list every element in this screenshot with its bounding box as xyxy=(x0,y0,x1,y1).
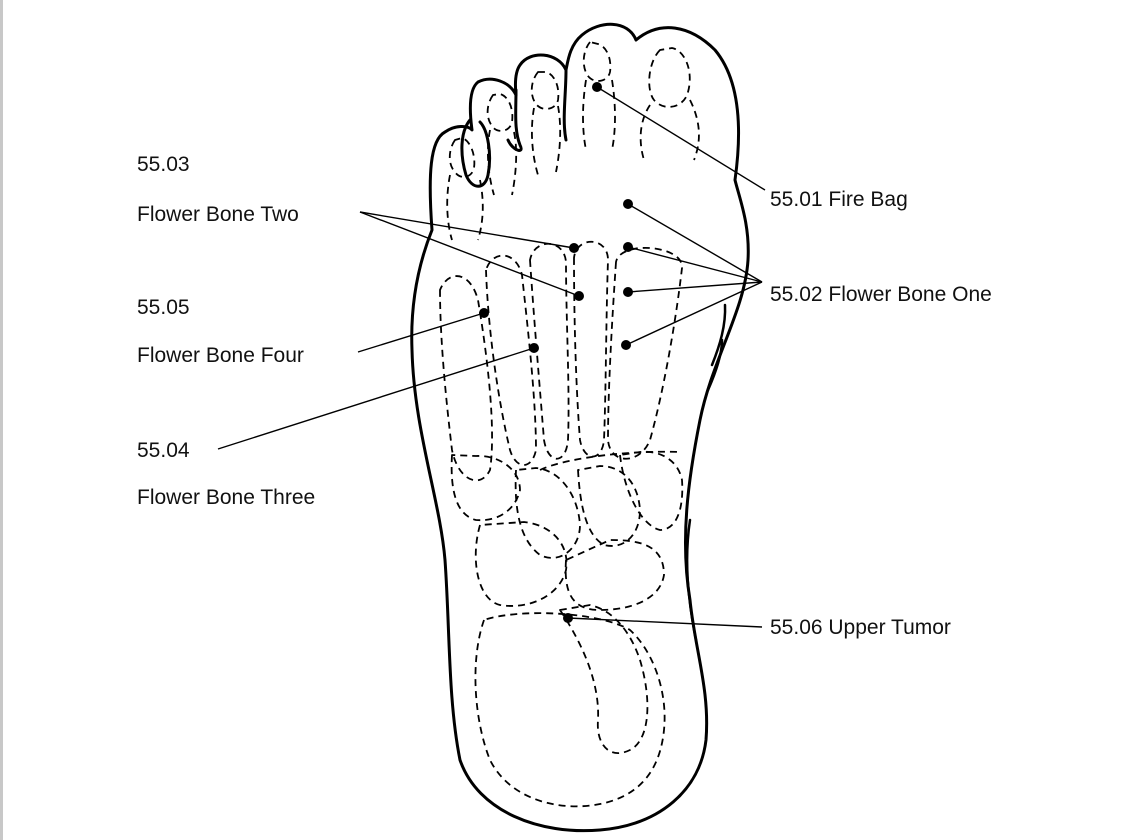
leader-lines xyxy=(217,86,766,628)
label-code-04: 55.04 xyxy=(137,439,190,462)
leader-fire-bag xyxy=(596,86,766,191)
label-flower-bone-two: Flower Bone Two xyxy=(137,203,299,226)
leader-flower-bone-one-a xyxy=(627,203,763,283)
label-code-05: 55.05 xyxy=(137,296,190,319)
label-flower-bone-one: 55.02 Flower Bone One xyxy=(770,283,992,306)
page-left-border xyxy=(0,0,3,840)
leader-flower-bone-one-c xyxy=(627,281,763,293)
leader-flower-bone-one-b xyxy=(627,246,763,283)
label-fire-bag: 55.01 Fire Bag xyxy=(770,188,908,211)
foot-outline xyxy=(410,22,750,833)
leader-flower-bone-four xyxy=(357,312,485,353)
label-flower-bone-three: Flower Bone Three xyxy=(137,486,315,509)
leader-flower-bone-three xyxy=(217,347,535,450)
label-flower-bone-four: Flower Bone Four xyxy=(137,344,304,367)
leader-flower-bone-two-a xyxy=(359,211,575,249)
label-code-03: 55.03 xyxy=(137,153,190,176)
bone-outlines xyxy=(439,41,700,808)
leader-flower-bone-two-b xyxy=(359,211,580,297)
leader-flower-bone-one-d xyxy=(625,281,763,346)
labels: 55.01 Fire Bag 55.02 Flower Bone One 55.… xyxy=(137,153,992,639)
label-upper-tumor: 55.06 Upper Tumor xyxy=(770,616,951,639)
leader-upper-tumor xyxy=(567,617,763,628)
